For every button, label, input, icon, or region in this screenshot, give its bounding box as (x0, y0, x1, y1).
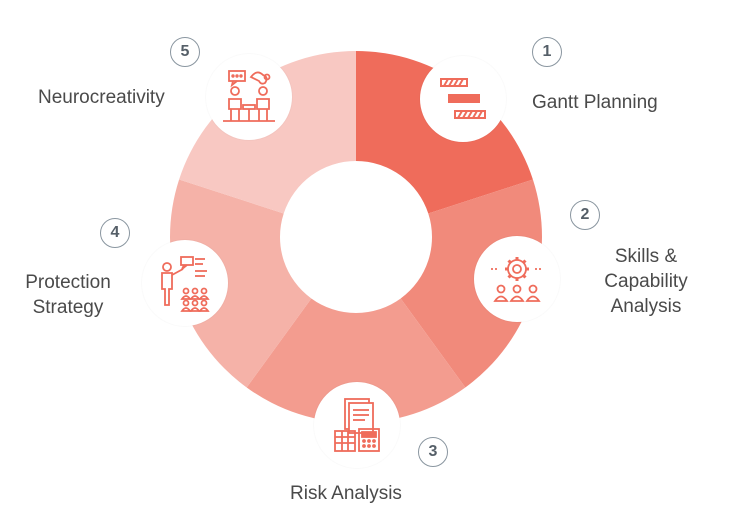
icon-badge-3 (314, 382, 400, 468)
ring-segment-2 (400, 179, 542, 388)
step-number-4: 4 (100, 218, 130, 248)
icon-badge-4 (142, 240, 228, 326)
icon-badge-1 (420, 56, 506, 142)
step-label-gantt-planning: Gantt Planning (532, 90, 658, 115)
step-number-5: 5 (170, 37, 200, 67)
team-gear-icon (491, 257, 543, 302)
label-line: Gantt Planning (532, 92, 658, 113)
step-label-protection-strategy: Protection Strategy (12, 270, 124, 320)
label-line: Protection (25, 272, 111, 293)
step-label-neurocreativity: Neurocreativity (38, 85, 165, 110)
label-line: Neurocreativity (38, 87, 165, 108)
label-line: Risk Analysis (290, 483, 402, 504)
label-line: Strategy (32, 297, 104, 318)
step-label-risk-analysis: Risk Analysis (290, 481, 402, 506)
step-number-1: 1 (532, 37, 562, 67)
documents-calculator-icon (334, 398, 380, 452)
presenter-audience-icon (161, 256, 210, 312)
label-line: Analysis (610, 296, 682, 317)
step-label-skills-capability: Skills & Capability Analysis (596, 244, 696, 319)
label-line: Capability (604, 271, 688, 292)
ring-segment-3 (246, 298, 466, 424)
step-number-2: 2 (570, 200, 600, 230)
icon-badge-5 (206, 54, 292, 140)
icon-badge-2 (474, 236, 560, 322)
label-line: Skills & (614, 246, 678, 267)
team-brainstorm-icon (223, 70, 275, 122)
step-number-3: 3 (418, 437, 448, 467)
gantt-chart-icon (440, 78, 486, 119)
ring-segment-4 (170, 179, 312, 388)
